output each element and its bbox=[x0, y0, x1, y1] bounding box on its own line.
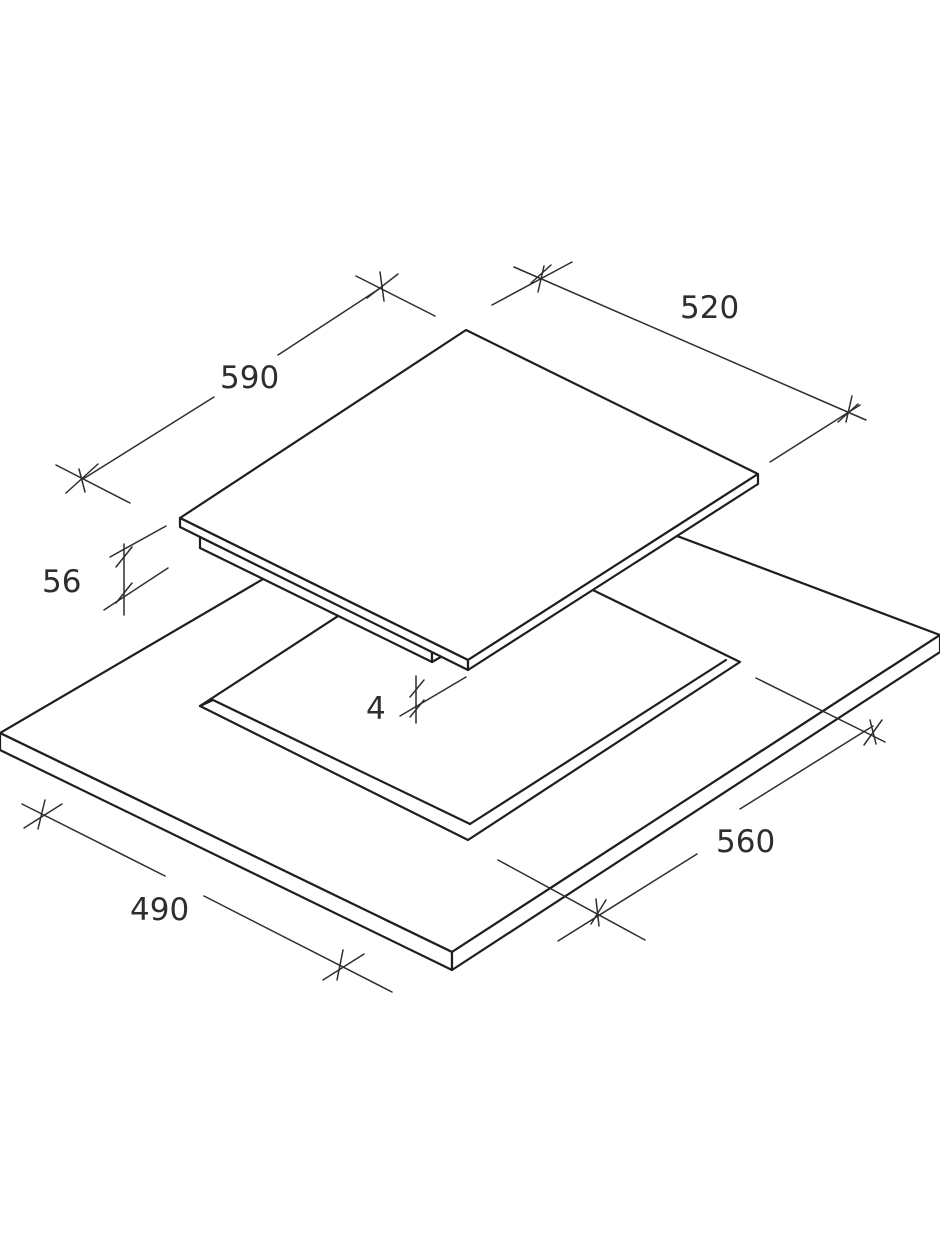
hob bbox=[178, 328, 760, 672]
label-520: 520 bbox=[680, 290, 739, 326]
hob-glass-right-edge bbox=[466, 472, 760, 672]
dimension-cutout-depth: 490 bbox=[21, 799, 393, 993]
dimension-cutout-width: 560 bbox=[497, 677, 886, 942]
worktop-front-right-face bbox=[450, 633, 940, 972]
cutout-inner-edge-left bbox=[198, 698, 472, 826]
dimension-clearance: 4 bbox=[366, 675, 467, 727]
dimension-hob-height: 56 bbox=[42, 525, 169, 616]
cutout-inner-edge-right bbox=[468, 658, 728, 826]
dimension-hob-depth: 520 bbox=[491, 261, 867, 463]
label-4: 4 bbox=[366, 691, 386, 727]
label-560: 560 bbox=[716, 824, 775, 860]
dimension-hob-width: 590 bbox=[55, 271, 436, 504]
label-56: 56 bbox=[42, 564, 81, 600]
label-590: 590 bbox=[220, 360, 279, 396]
label-490: 490 bbox=[130, 892, 189, 928]
worktop bbox=[0, 456, 940, 972]
